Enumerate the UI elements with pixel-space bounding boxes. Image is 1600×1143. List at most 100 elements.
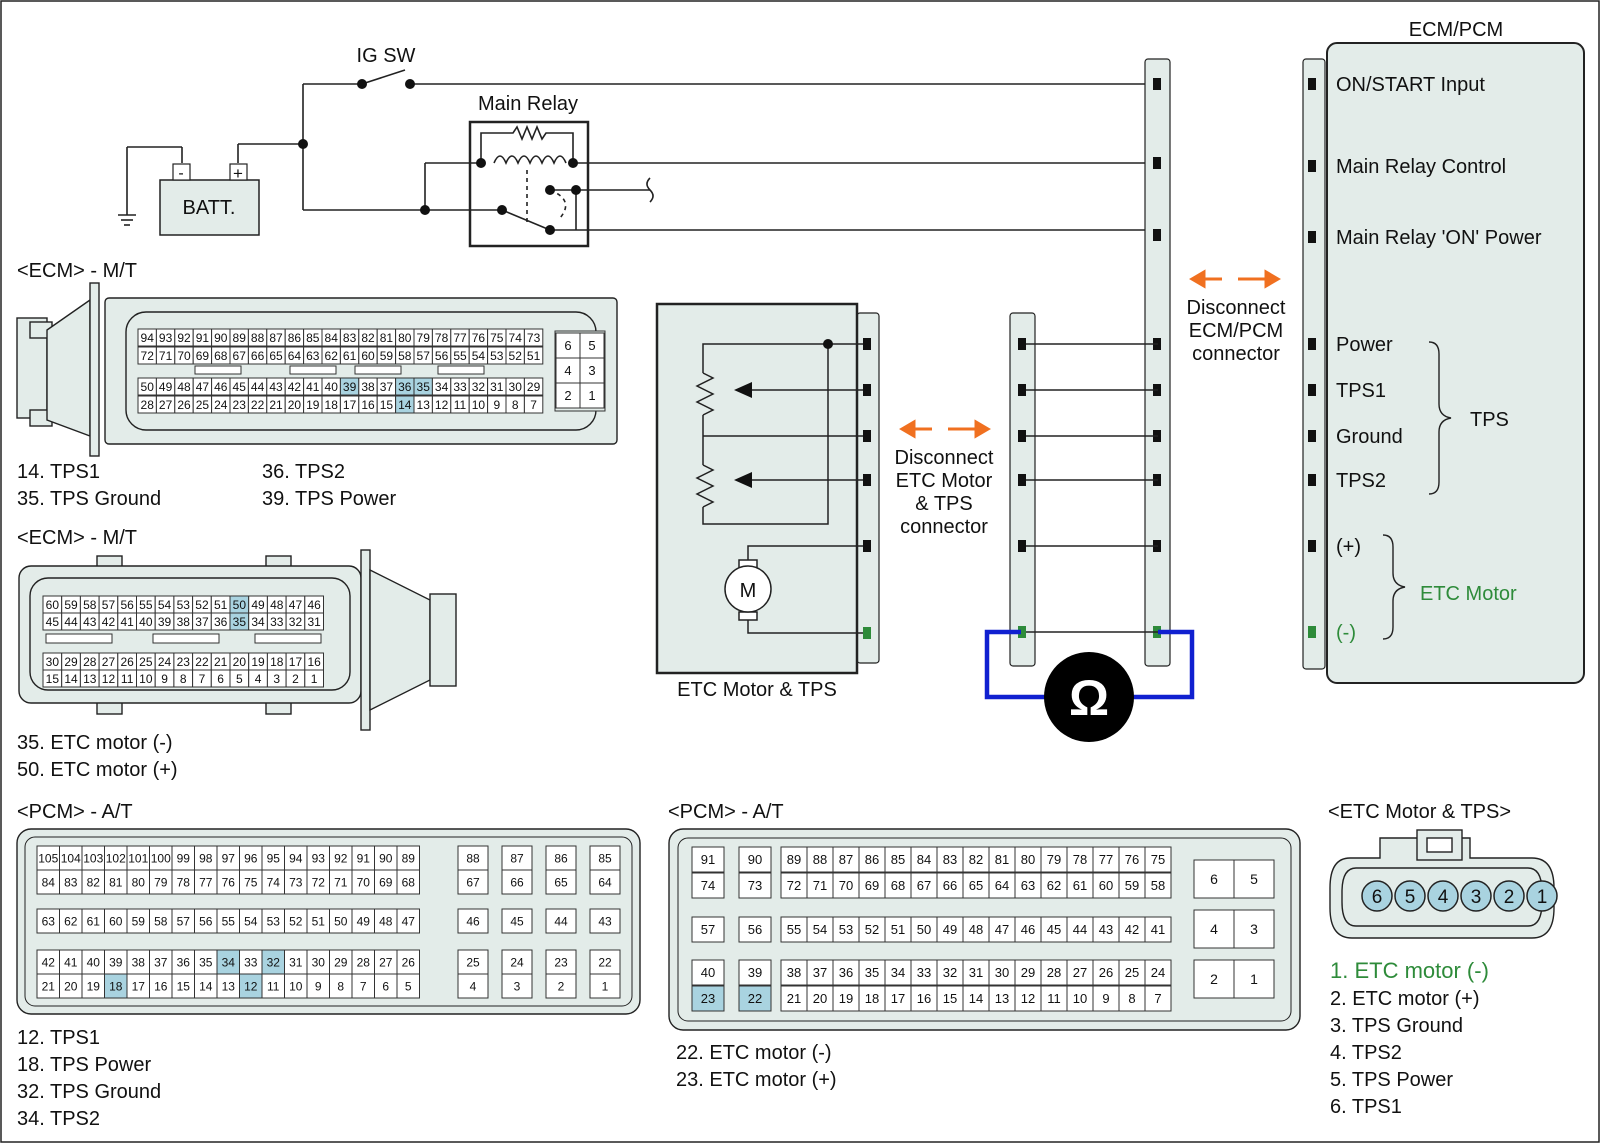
ecm-mt2-pin-12: 12 [98, 669, 119, 688]
pin-number: 26 [1099, 965, 1113, 980]
pin-number: 44 [251, 380, 265, 394]
ecm-mt2-pin-11: 11 [117, 669, 138, 688]
pin-number: 31 [307, 615, 321, 629]
pin-number: 10 [139, 672, 153, 686]
harness-terminal [1018, 384, 1026, 396]
pcm-at2-pin-41: 41 [1144, 916, 1172, 943]
pin-number: 35 [199, 955, 213, 969]
pin-number: 30 [509, 380, 523, 394]
pin-number: 100 [151, 851, 171, 865]
ecm-mt1-pin-35: 35 [413, 377, 433, 396]
pin-number: 27 [379, 955, 393, 969]
pin-number: 55 [787, 922, 801, 937]
pin-number: 82 [969, 852, 983, 867]
ecm-mt1-pin-82: 82 [358, 328, 378, 347]
pin-number: 1 [1537, 887, 1548, 908]
pcm-at2-pin-23: 23 [691, 985, 725, 1012]
pcm-at1-pin-80: 80 [126, 869, 150, 895]
etc-conn-pin-5: 5 [1394, 880, 1426, 912]
pcm-at2-pin-55: 55 [780, 916, 808, 943]
pcm-at2-pin-8: 8 [1118, 985, 1146, 1012]
pin-number: 42 [1125, 922, 1139, 937]
ecm-mt2-pin-23: 23 [173, 652, 194, 671]
harness-connector-ecm-side [1144, 58, 1171, 667]
pcm-at1-pin-16: 16 [149, 973, 173, 999]
pin-number: 94 [141, 331, 155, 345]
pcm-at2-pin-70: 70 [832, 872, 860, 899]
pin-number: 68 [402, 875, 416, 889]
ecm-mt2-pin-14: 14 [61, 669, 81, 688]
pcm-at1-pin-6: 6 [374, 973, 398, 999]
pcm-at1-pin-34: 34 [216, 949, 240, 975]
pcm-at2-pin-87: 87 [832, 846, 860, 873]
pcm-at1-pin-4: 4 [457, 973, 489, 999]
ecm-mt1-pin-83: 83 [339, 328, 360, 347]
pin-number: 33 [270, 615, 284, 629]
meter-lead-left [984, 629, 1047, 700]
pcm-at1-pin-60: 60 [104, 908, 128, 934]
pin-number: 41 [120, 615, 134, 629]
pcm-at1-pin-104: 104 [59, 845, 83, 871]
battery-minus-sign: - [178, 165, 183, 182]
ecm-mt2-pin-47: 47 [285, 595, 306, 614]
ecm-mt2-pin-38: 38 [173, 612, 194, 631]
ecm-mt1-pin-71: 71 [155, 346, 176, 365]
main-relay-label: Main Relay [478, 93, 578, 115]
pcm-at2-pin-77: 77 [1092, 846, 1120, 873]
meter-lead-right [1130, 629, 1195, 700]
pin-number: 78 [177, 875, 191, 889]
pcm-at1-pin-49: 49 [351, 908, 375, 934]
ecm-mt1-pin-51: 51 [523, 346, 544, 365]
ecm-mt2-pin-32: 32 [285, 612, 306, 631]
pin-number: 22 [251, 398, 265, 412]
ecm-mt1-small-pin-3: 3 [579, 357, 605, 384]
pcm-at1-pin-94: 94 [284, 845, 308, 871]
pin-number: 21 [42, 979, 56, 993]
pin-number: 71 [334, 875, 348, 889]
pcm-at1-pin-42: 42 [36, 949, 60, 975]
pcm-at2-pin-81: 81 [988, 846, 1016, 873]
pin-number: 101 [128, 851, 148, 865]
ecm-mt1-pin-15: 15 [376, 395, 397, 414]
pcm-at1-pin-35: 35 [194, 949, 218, 975]
pin-number: 23 [177, 655, 191, 669]
pin-number: 54 [244, 914, 258, 928]
pcm-at1-pin-11: 11 [261, 973, 285, 999]
pin-number: 51 [214, 598, 228, 612]
ecm-mt2-pin-27: 27 [98, 652, 119, 671]
battery-box [159, 179, 260, 236]
harness-wires [1018, 338, 1158, 638]
pin-number: 27 [159, 398, 173, 412]
pcm-at1-pin-91: 91 [351, 845, 375, 871]
pcm-at1-pin-12: 12 [239, 973, 263, 999]
pcm-at2-pin-57: 57 [691, 916, 725, 943]
pin-number: 24 [510, 955, 524, 969]
ecm-mt1-pin-9: 9 [487, 395, 507, 414]
ecm-mt1-pin-61: 61 [339, 346, 360, 365]
pin-number: 86 [554, 851, 568, 865]
ecm-mt1-pin-38: 38 [358, 377, 378, 396]
pcm-at2-note-2: 23. ETC motor (+) [676, 1069, 837, 1091]
pin-number: 66 [251, 349, 265, 363]
pin-number: 34 [222, 955, 236, 969]
pcm-at2-pin-88: 88 [806, 846, 834, 873]
pin-number: 81 [995, 852, 1009, 867]
pin-number: 5 [405, 979, 412, 993]
ecm-mt1-pin-85: 85 [303, 328, 323, 347]
pin-number: 31 [289, 955, 303, 969]
pin-number: 21 [214, 655, 228, 669]
pcm-at1-pin-99: 99 [171, 845, 195, 871]
ecm-mt1-pin-32: 32 [468, 377, 489, 396]
pin-number: 61 [87, 914, 101, 928]
pcm-at2-pin-51: 51 [884, 916, 912, 943]
ecm-pin-terminal [1308, 231, 1316, 243]
pcm-at1-pin-64: 64 [589, 869, 621, 895]
pin-number: 9 [493, 398, 500, 412]
pcm-at1-pin-33: 33 [239, 949, 263, 975]
ecm-mt1-pin-11: 11 [450, 395, 470, 414]
ecm-mt1-pin-47: 47 [192, 377, 213, 396]
pcm-at2-pin-33: 33 [910, 959, 938, 986]
pin-number: 56 [199, 914, 213, 928]
pcm-at1-pin-78: 78 [171, 869, 195, 895]
pin-number: 72 [141, 349, 155, 363]
